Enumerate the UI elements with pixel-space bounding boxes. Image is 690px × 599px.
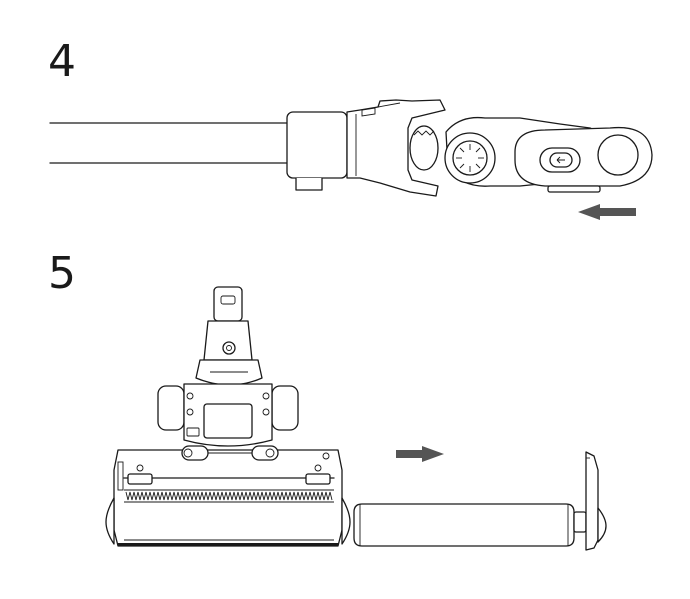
step5-brush-roller xyxy=(353,503,575,547)
step4-tube-connector xyxy=(286,99,446,197)
step5-arrow-right-icon xyxy=(396,446,444,462)
step5-brush-head-body xyxy=(105,383,351,547)
step5-brush-head-neck xyxy=(195,286,263,386)
step-number-5: 5 xyxy=(48,248,76,299)
step-number-4: 4 xyxy=(48,36,76,87)
step4-floor-head-neck xyxy=(444,116,653,193)
step4-wand-tube xyxy=(49,122,288,164)
step5-end-cap xyxy=(573,451,607,551)
step4-arrow-left-icon xyxy=(578,204,636,220)
